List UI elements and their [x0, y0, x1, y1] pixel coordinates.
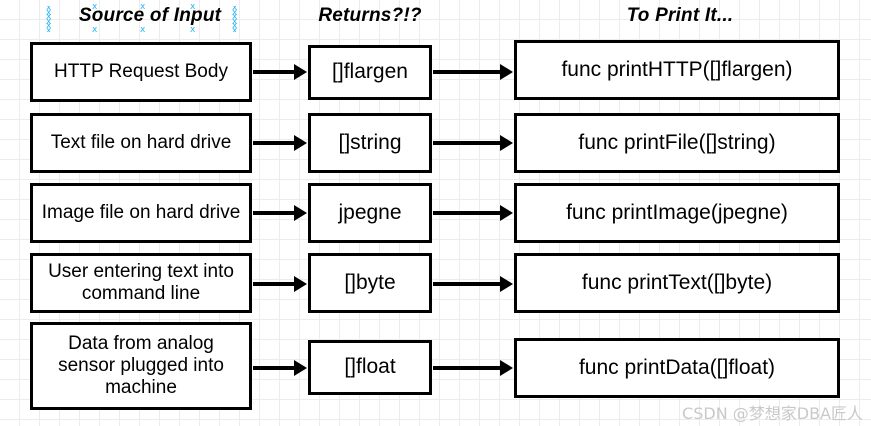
arrow-type-to-func: [433, 141, 501, 145]
func-node: func printData([]float): [514, 338, 840, 398]
arrow-type-to-func: [433, 70, 501, 74]
spellcheck-mark-icon: x: [140, 2, 146, 12]
arrow-source-to-type: [253, 366, 295, 370]
type-node: []float: [308, 340, 432, 395]
source-node: Data from analog sensor plugged into mac…: [30, 322, 252, 410]
spellcheck-mark-icon: x: [190, 25, 196, 35]
arrow-type-to-func: [433, 282, 501, 286]
source-node: Text file on hard drive: [30, 113, 252, 173]
type-node: []string: [308, 113, 432, 173]
func-node: func printImage(jpegne): [514, 183, 840, 243]
spellcheck-mark-icon: x: [140, 25, 146, 35]
func-node: func printFile([]string): [514, 113, 840, 173]
type-node: []flargen: [308, 45, 432, 100]
source-node: HTTP Request Body: [30, 42, 252, 102]
column-header-to-print: To Print It...: [626, 5, 734, 26]
csdn-watermark: CSDN @梦想家DBA匠人: [682, 404, 863, 423]
arrow-type-to-func: [433, 211, 501, 215]
arrow-type-to-func: [433, 366, 501, 370]
spellcheck-mark-icon: x: [92, 25, 98, 35]
arrow-source-to-type: [253, 141, 295, 145]
spellcheck-mark-icon: xxxxxx: [232, 6, 237, 32]
spellcheck-mark-icon: xxxxxx: [46, 6, 51, 32]
type-node: jpegne: [308, 183, 432, 243]
arrow-source-to-type: [253, 70, 295, 74]
column-header-source: Source of Input: [78, 5, 222, 26]
type-node: []byte: [308, 253, 432, 313]
func-node: func printText([]byte): [514, 253, 840, 313]
source-node: Image file on hard drive: [30, 183, 252, 243]
arrow-source-to-type: [253, 282, 295, 286]
func-node: func printHTTP([]flargen): [514, 40, 840, 100]
arrow-source-to-type: [253, 211, 295, 215]
spellcheck-mark-icon: x: [190, 2, 196, 12]
source-node: User entering text into command line: [30, 253, 252, 313]
column-header-returns: Returns?!?: [318, 5, 422, 26]
spellcheck-mark-icon: x: [92, 2, 98, 12]
